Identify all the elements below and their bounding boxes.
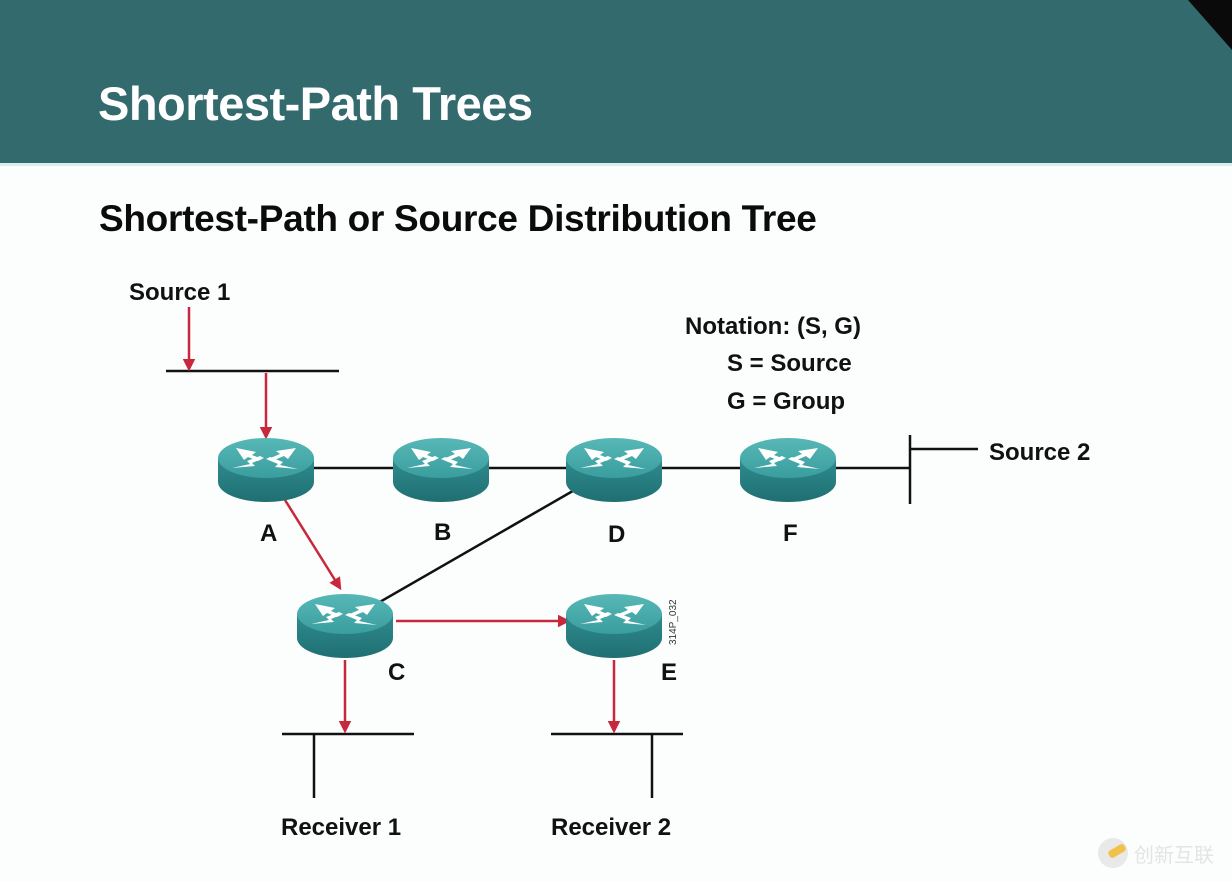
notation-group-def: G = Group	[727, 388, 846, 415]
header-corner-decoration	[1188, 0, 1232, 50]
receiver2-label: Receiver 2	[551, 814, 672, 841]
router-b-label: B	[434, 519, 452, 546]
source1-label: Source 1	[129, 279, 231, 306]
slide-title: Shortest-Path Trees	[98, 77, 533, 130]
watermark-text: 创新互联	[1134, 844, 1214, 867]
router-b-icon	[393, 438, 489, 502]
router-d-label: D	[608, 521, 626, 548]
router-e-label: E	[661, 659, 678, 686]
router-c-label: C	[388, 659, 406, 686]
router-a-icon	[218, 438, 314, 502]
figure-id: 314P_032	[668, 599, 679, 645]
router-f-label: F	[783, 520, 798, 547]
header-divider	[0, 163, 1232, 166]
router-f-icon	[740, 438, 836, 502]
receiver1-label: Receiver 1	[281, 814, 402, 841]
watermark: 创新互联	[1098, 838, 1214, 868]
router-d-icon	[566, 438, 662, 502]
slide-header	[0, 0, 1232, 163]
flow-arrow-a-c	[283, 499, 342, 591]
notation-line: Notation: (S, G)	[685, 313, 861, 340]
router-a-label: A	[260, 520, 278, 547]
slide-subtitle: Shortest-Path or Source Distribution Tre…	[99, 198, 817, 239]
source2-label: Source 2	[989, 439, 1091, 466]
watermark-logo-icon	[1098, 838, 1128, 868]
router-e-icon	[566, 594, 662, 658]
router-c-icon	[297, 594, 393, 658]
notation-source-def: S = Source	[727, 350, 852, 377]
link-d-c	[377, 486, 579, 605]
